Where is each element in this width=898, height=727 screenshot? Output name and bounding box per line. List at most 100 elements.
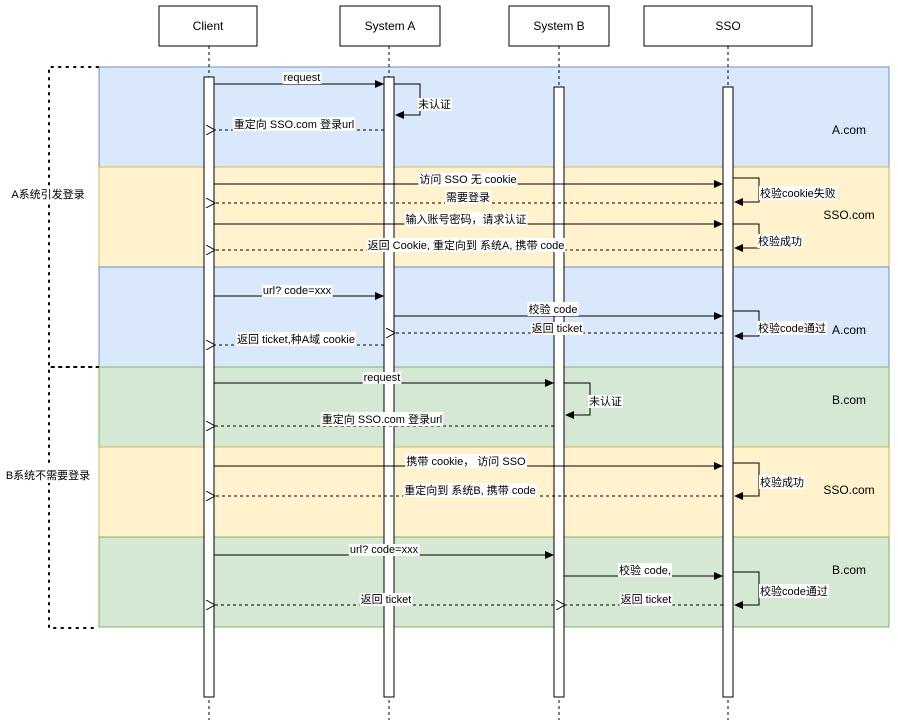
message-label-bg: [236, 332, 356, 346]
message-label: 返回 ticket,种A域 cookie: [237, 332, 355, 346]
participant-label: System B: [533, 19, 584, 33]
message-label: request: [284, 72, 321, 84]
arrow-head: [734, 244, 743, 252]
message-self: 校验code通过: [733, 571, 829, 609]
message-label: url? code=xxx: [350, 544, 419, 556]
message-label: 校验code通过: [760, 584, 828, 598]
message-label-bg: [404, 212, 528, 226]
message-solid: 访问 SSO 无 cookie: [214, 173, 723, 188]
message-label-bg: [359, 593, 413, 606]
message-label: 校验code通过: [758, 321, 826, 335]
message-solid: request: [214, 72, 384, 88]
zone-label: B.com: [832, 393, 866, 407]
group-label-bg: [8, 186, 90, 202]
zone-blue: [98, 66, 890, 168]
arrow-head: [565, 411, 574, 419]
message-label-bg: [418, 173, 518, 186]
participant-client[interactable]: Client: [158, 5, 258, 47]
message-self: 校验code通过: [733, 310, 827, 340]
message-label-bg: [618, 563, 672, 577]
message-self: 校验成功: [733, 223, 803, 252]
message-label-bg: [403, 483, 537, 497]
message-label-bg: [759, 186, 837, 200]
message-label: 需要登录: [446, 190, 490, 204]
message-label-bg: [757, 321, 827, 335]
group-label-b: B系统不需要登录: [6, 468, 90, 482]
zone-green: [98, 366, 890, 448]
message-label: url? code=xxx: [263, 285, 332, 297]
zone-label: A.com: [832, 123, 866, 137]
zone-label: SSO.com: [823, 483, 874, 497]
message-label: 返回 ticket: [621, 593, 672, 606]
message-solid: 携带 cookie， 访问 SSO: [214, 454, 723, 470]
participant-label: System A: [365, 19, 416, 33]
message-dashed: 返回 ticket: [215, 593, 554, 606]
message-solid: request: [214, 372, 554, 387]
participant-system-b[interactable]: System B: [508, 5, 610, 47]
message-solid: 校验 code,: [564, 563, 723, 580]
message-dashed: 重定向 SSO.com 登录url: [215, 412, 554, 426]
message-label-bg: [320, 412, 444, 426]
message-solid: 输入账号密码，请求认证: [214, 212, 723, 228]
message-label: 校验 code: [529, 302, 578, 316]
message-dashed: 返回 ticket: [395, 322, 723, 335]
message-label-bg: [405, 454, 528, 468]
activation-bar-sysB: [553, 86, 565, 698]
group-label-bg: [4, 467, 94, 483]
message-label-bg: [527, 302, 579, 316]
activation-bar-sso: [722, 86, 734, 698]
message-solid: url? code=xxx: [214, 544, 554, 559]
message-label-bg: [759, 584, 829, 598]
arrow-head: [395, 111, 404, 119]
message-label-bg: [348, 544, 420, 556]
message-label-bg: [232, 117, 356, 131]
message-label-bg: [366, 238, 566, 252]
zones-layer: [98, 66, 890, 628]
arrow-head: [734, 332, 743, 340]
participant-sso[interactable]: SSO: [643, 5, 813, 47]
message-dashed: 重定向 SSO.com 登录url: [215, 117, 384, 131]
zone-blue: [98, 266, 890, 368]
arrow-head: [734, 601, 743, 609]
message-label: 未认证: [589, 395, 622, 408]
activations-layer: [203, 76, 734, 698]
message-label: 校验成功: [758, 234, 802, 248]
message-label-bg: [261, 285, 333, 297]
message-self: 未认证: [564, 382, 623, 419]
participant-system-a[interactable]: System A: [339, 5, 441, 47]
message-label: 重定向 SSO.com 登录url: [234, 117, 354, 131]
message-self: 校验cookie失败: [733, 177, 837, 206]
message-label-bg: [362, 372, 402, 384]
message-label: 重定向到 系统B, 携带 code: [404, 483, 535, 497]
message-label: 校验 code,: [619, 563, 671, 577]
message-label: 输入账号密码，请求认证: [406, 212, 527, 226]
message-self: 校验成功: [733, 462, 805, 500]
message-label: request: [364, 372, 401, 384]
message-label: 携带 cookie， 访问 SSO: [406, 454, 526, 468]
message-label-bg: [757, 234, 803, 248]
message-dashed: 返回 ticket: [565, 593, 723, 606]
message-dashed: 返回 Cookie, 重定向到 系统A, 携带 code: [215, 238, 723, 252]
activation-bar-client: [203, 76, 215, 698]
message-label-bg: [445, 190, 491, 204]
arrow-head: [734, 198, 743, 206]
message-dashed: 重定向到 系统B, 携带 code: [215, 483, 723, 497]
zone-label: SSO.com: [823, 208, 874, 222]
group-label-a: A系统引发登录: [11, 187, 84, 201]
message-dashed: 需要登录: [215, 190, 723, 204]
arrow-head: [734, 492, 743, 500]
message-label: 重定向 SSO.com 登录url: [322, 412, 442, 426]
group-bracket-b: [48, 366, 99, 629]
message-label: 校验cookie失败: [760, 186, 836, 200]
message-label-bg: [282, 72, 322, 84]
message-label: 访问 SSO 无 cookie: [419, 173, 516, 186]
message-label-bg: [588, 395, 623, 408]
message-label-bg: [417, 98, 452, 111]
group-bracket-a: [48, 66, 99, 368]
message-label-bg: [619, 593, 673, 606]
message-solid: 校验 code: [394, 302, 723, 320]
zone-label: B.com: [832, 563, 866, 577]
activation-bar-sysA: [383, 76, 395, 698]
